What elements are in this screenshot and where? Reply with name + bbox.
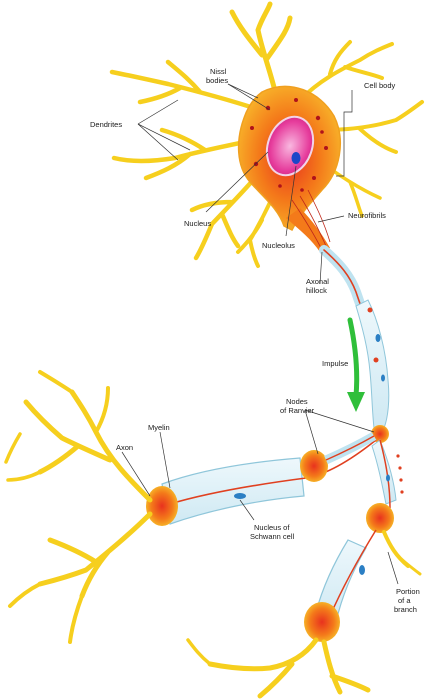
node-of-ranvier-left <box>300 450 328 482</box>
myelin-sheath-left-outer <box>161 457 305 525</box>
neurofibrils <box>291 189 331 251</box>
label-impulse: Impulse <box>322 359 348 368</box>
label-portion-of-branch-1: Portion <box>396 587 420 596</box>
label-myelin: Myelin <box>148 423 170 432</box>
label-axon: Axon <box>116 443 133 452</box>
label-nodes-of-ranvier-2: of Ranvier <box>280 406 315 415</box>
label-neurofibrils: Neurofibrils <box>348 211 386 220</box>
red-dots-right <box>396 454 404 494</box>
terminal-branches-lower <box>186 637 371 699</box>
nucleus <box>265 115 315 177</box>
node-of-ranvier-junction <box>371 425 389 443</box>
nucleolus <box>291 152 301 164</box>
impulse-arrow-icon <box>347 317 365 412</box>
label-nissl-bodies-2: bodies <box>206 76 228 85</box>
labels: Nissl bodies Cell body Dendrites Nucleus… <box>90 67 420 614</box>
label-axonal-hillock-1: Axonal <box>306 277 329 286</box>
nissl-bodies <box>250 98 328 192</box>
dendrites-top <box>109 1 424 268</box>
label-nissl-bodies-1: Nissl <box>210 67 227 76</box>
terminal-branches-left <box>4 370 153 644</box>
axon-terminal-left <box>146 486 178 526</box>
leader-lines <box>121 83 399 585</box>
node-of-ranvier-right <box>366 503 394 533</box>
label-nucleus-of-schwann-2: Schwann cell <box>250 532 295 541</box>
label-portion-of-branch-3: branch <box>394 605 417 614</box>
label-dendrites: Dendrites <box>90 120 122 129</box>
axon-terminal-lower <box>304 602 340 642</box>
label-cell-body: Cell body <box>364 81 396 90</box>
label-nucleus-of-schwann-1: Nucleus of <box>254 523 290 532</box>
myelin-sheath-right <box>371 439 397 505</box>
cell-body <box>237 85 341 252</box>
label-nucleolus: Nucleolus <box>262 241 295 250</box>
label-nucleus: Nucleus <box>184 219 211 228</box>
label-nodes-of-ranvier-1: Nodes <box>286 397 308 406</box>
myelin-sheath-upper <box>355 299 390 429</box>
label-portion-of-branch-2: of a <box>398 596 411 605</box>
label-axonal-hillock-2: hillock <box>306 286 327 295</box>
